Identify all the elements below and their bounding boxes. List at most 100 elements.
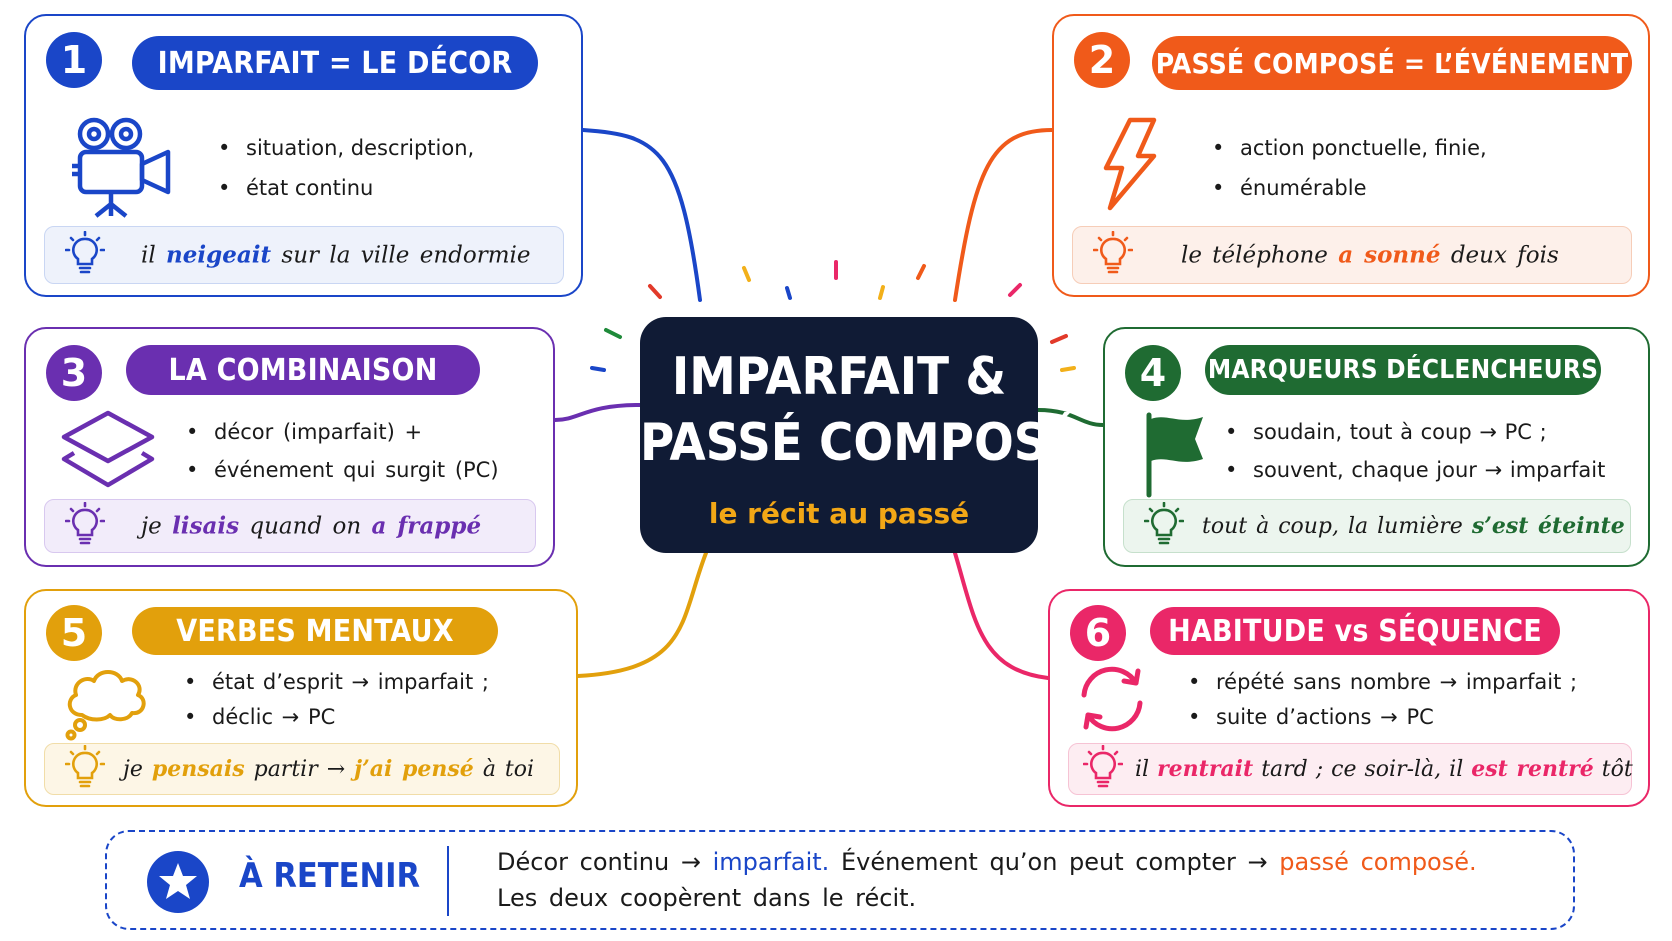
bullet-item: suite d’actions → PC <box>1186 700 1577 735</box>
example-post: deux fois <box>1450 242 1559 269</box>
lightbulb-icon <box>64 501 106 550</box>
card-bullets: situation, description, état continu <box>216 128 474 208</box>
card-marqueurs-declencheurs: 4 MARQUEURS DÉCLENCHEURS soudain, tout à… <box>1103 327 1650 567</box>
bullet-item: état continu <box>216 168 474 208</box>
example-box: je lisais quand on a frappé <box>44 499 536 553</box>
card-bullets: décor (imparfait) + événement qui surgit… <box>184 413 499 489</box>
connector-5 <box>576 551 708 678</box>
example-highlight-2: j’ai pensé <box>354 756 474 782</box>
retenir-box: À RETENIR Décor continu → imparfait. Évé… <box>105 830 1575 930</box>
example-pre: je <box>123 757 143 782</box>
lightbulb-icon <box>1143 501 1185 550</box>
example-pre: tout à coup, la lumière <box>1202 514 1463 539</box>
lightbulb-icon <box>1092 230 1134 279</box>
card-number: 3 <box>46 345 102 401</box>
center-subtitle: le récit au passé <box>708 497 970 530</box>
connector-1 <box>581 128 702 302</box>
card-bullets: action ponctuelle, finie, énumérable <box>1210 128 1487 208</box>
card-title: PASSÉ COMPOSÉ = L’ÉVÉNEMENT <box>1152 36 1632 90</box>
example-highlight-2: a frappé <box>371 512 482 540</box>
card-bullets: soudain, tout à coup → PC ; souvent, cha… <box>1223 413 1605 489</box>
flag-icon <box>1139 409 1209 503</box>
center-title-line1: IMPARFAIT & <box>671 347 1007 407</box>
example-highlight: neigeait <box>166 241 272 269</box>
central-topic: IMPARFAIT & PASSÉ COMPOSÉ le récit au pa… <box>640 317 1080 553</box>
card-number: 4 <box>1125 345 1181 401</box>
retenir-passe-compose: passé composé. <box>1279 848 1477 876</box>
cycle-arrows-icon <box>1074 663 1150 739</box>
example-box: il rentrait tard ; ce soir-là, il est re… <box>1068 743 1633 795</box>
bullet-item: action ponctuelle, finie, <box>1210 128 1487 168</box>
example-pre: le téléphone <box>1181 242 1328 269</box>
example-post: tôt <box>1601 757 1633 782</box>
card-title: IMPARFAIT = LE DÉCOR <box>132 36 538 90</box>
example-text: je pensais partir → j’ai pensé à toi <box>123 756 534 782</box>
bullet-item: souvent, chaque jour → imparfait <box>1223 451 1605 489</box>
lightbulb-icon <box>64 230 106 279</box>
card-title: HABITUDE vs SÉQUENCE <box>1150 607 1560 655</box>
example-post: sur la ville endormie <box>281 242 531 269</box>
retenir-text: Événement qu’on peut compter → <box>840 848 1268 876</box>
example-highlight: rentrait <box>1157 756 1254 782</box>
connector-4 <box>1036 408 1105 427</box>
bullet-item: situation, description, <box>216 128 474 168</box>
star-icon <box>147 851 209 913</box>
layers-icon <box>60 409 156 495</box>
retenir-text: Décor continu → <box>497 848 701 876</box>
example-box: il neigeait sur la ville endormie <box>44 226 564 284</box>
card-number: 6 <box>1070 605 1126 661</box>
card-bullets: répété sans nombre → imparfait ; suite d… <box>1186 665 1577 735</box>
example-pre: je <box>141 513 162 540</box>
bullet-item: déclic → PC <box>182 700 489 735</box>
example-highlight: s’est éteinte <box>1471 513 1625 539</box>
bullet-item: soudain, tout à coup → PC ; <box>1223 413 1605 451</box>
card-imparfait-decor: 1 IMPARFAIT = LE DÉCOR situation, descri… <box>24 14 583 297</box>
lightbulb-icon <box>64 744 106 793</box>
example-mid: partir → <box>253 757 346 782</box>
card-title: LA COMBINAISON <box>126 345 480 395</box>
example-text: je lisais quand on a frappé <box>141 513 481 540</box>
example-highlight: lisais <box>172 512 240 540</box>
example-mid: tard ; ce soir-là, il <box>1261 757 1464 782</box>
card-habitude-sequence: 6 HABITUDE vs SÉQUENCE répété sans nombr… <box>1048 589 1650 807</box>
bullet-item: répété sans nombre → imparfait ; <box>1186 665 1577 700</box>
example-highlight: pensais <box>151 756 245 782</box>
example-mid: quand on <box>249 513 362 540</box>
connector-2 <box>953 128 1054 302</box>
bullet-item: événement qui surgit (PC) <box>184 451 499 489</box>
card-verbes-mentaux: 5 VERBES MENTAUX état d’esprit → imparfa… <box>24 589 578 807</box>
card-number: 5 <box>46 605 102 661</box>
example-text: il neigeait sur la ville endormie <box>141 242 530 269</box>
retenir-line2: Les deux coopèrent dans le récit. <box>497 884 917 912</box>
connector-3 <box>553 403 642 422</box>
retenir-imparfait: imparfait. <box>712 848 830 876</box>
example-text: le téléphone a sonné deux fois <box>1181 242 1559 269</box>
card-title: VERBES MENTAUX <box>132 607 498 655</box>
card-passe-compose-evenement: 2 PASSÉ COMPOSÉ = L’ÉVÉNEMENT action pon… <box>1052 14 1650 297</box>
card-number: 1 <box>46 32 102 88</box>
bullet-item: énumérable <box>1210 168 1487 208</box>
center-title-line2: PASSÉ COMPOSÉ <box>640 413 1080 473</box>
lightning-icon <box>1100 116 1160 216</box>
example-text: tout à coup, la lumière s’est éteinte <box>1202 513 1625 539</box>
connector-6 <box>953 551 1050 680</box>
card-title: MARQUEURS DÉCLENCHEURS <box>1205 345 1601 395</box>
retenir-line1: Décor continu → imparfait. Événement qu’… <box>497 848 1477 876</box>
example-box: le téléphone a sonné deux fois <box>1072 226 1632 284</box>
card-number: 2 <box>1074 32 1130 88</box>
example-pre: il <box>141 242 156 269</box>
card-combinaison: 3 LA COMBINAISON décor (imparfait) + évé… <box>24 327 555 567</box>
retenir-divider <box>447 846 449 916</box>
example-highlight-2: est rentré <box>1471 756 1594 782</box>
example-box: je pensais partir → j’ai pensé à toi <box>44 743 560 795</box>
thought-bubble-icon <box>62 665 148 745</box>
camera-icon <box>68 114 176 222</box>
example-box: tout à coup, la lumière s’est éteinte <box>1123 499 1631 553</box>
example-post: à toi <box>482 757 535 782</box>
card-bullets: état d’esprit → imparfait ; déclic → PC <box>182 665 489 735</box>
spark-lines <box>590 260 1076 372</box>
bullet-item: état d’esprit → imparfait ; <box>182 665 489 700</box>
lightbulb-icon <box>1082 744 1124 793</box>
example-highlight: a sonné <box>1338 241 1441 269</box>
